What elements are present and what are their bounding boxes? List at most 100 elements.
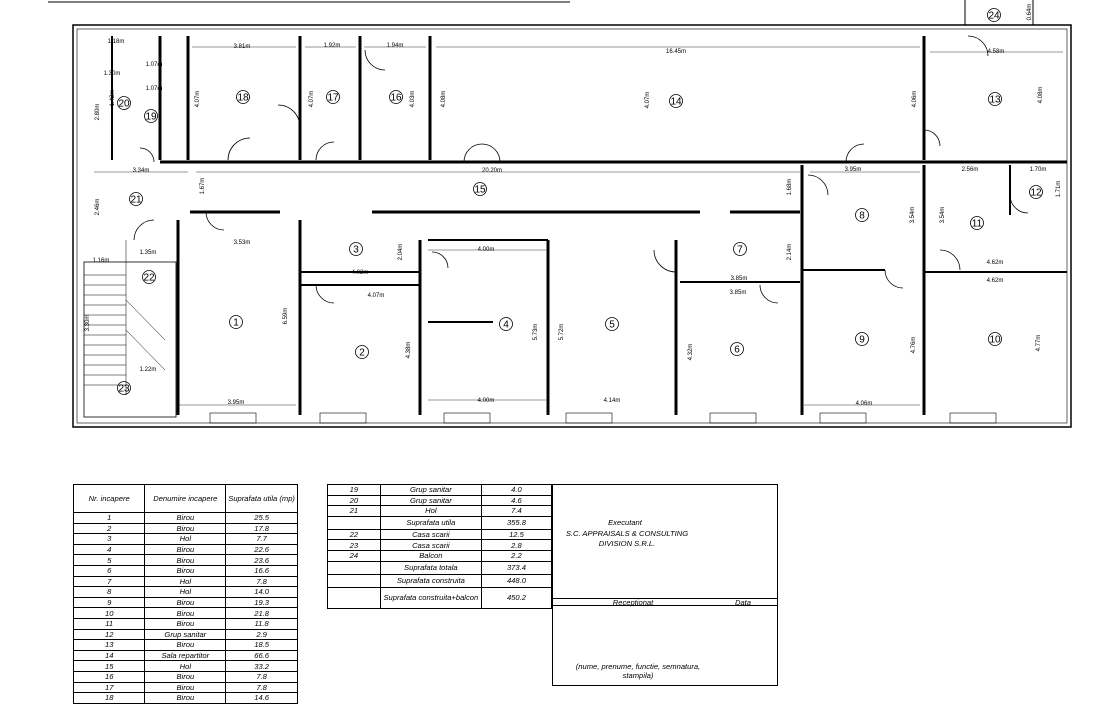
table-cell: 7.4 bbox=[480, 505, 553, 517]
room-number: 19 bbox=[145, 112, 157, 123]
dimension-label: 1.94m bbox=[387, 43, 404, 49]
table-cell: Birou bbox=[144, 670, 227, 683]
room-number: 4 bbox=[503, 320, 509, 331]
room-number: 22 bbox=[143, 273, 155, 284]
table-cell: Hol bbox=[144, 586, 227, 598]
dimension-label: 4.07m bbox=[368, 293, 385, 299]
room-number-circle bbox=[236, 90, 250, 104]
room-number-circle bbox=[499, 317, 513, 331]
table-cell: 23.6 bbox=[225, 554, 298, 566]
table-cell: 14.0 bbox=[225, 586, 298, 598]
room-number: 20 bbox=[118, 99, 130, 110]
table-cell: 7 bbox=[72, 575, 146, 588]
table-cell: 15 bbox=[72, 660, 146, 672]
dimension-label: 2.04m bbox=[398, 244, 404, 261]
dimension-label: 20.20m bbox=[482, 168, 502, 174]
dimension-label: 1.42m bbox=[110, 90, 116, 107]
dimension-label: 1.70m bbox=[1030, 167, 1047, 173]
table-cell: Suprafata construita+balcon bbox=[379, 586, 482, 609]
dimension-label: 4.76m bbox=[911, 337, 917, 354]
table-cell bbox=[327, 586, 381, 609]
room-number: 11 bbox=[972, 219, 983, 230]
room-number: 10 bbox=[989, 335, 1001, 346]
room-number: 16 bbox=[390, 93, 402, 104]
table-cell: 19 bbox=[327, 484, 381, 496]
table-cell: Grup sanitar bbox=[144, 628, 227, 641]
table-cell: Birou bbox=[144, 554, 227, 566]
room-number-circle bbox=[389, 90, 403, 104]
dimension-label: 1.22m bbox=[140, 367, 157, 373]
table-cell: Birou bbox=[144, 596, 227, 609]
executant-label: Executant bbox=[608, 518, 642, 527]
dimension-label: 1.68m bbox=[787, 179, 793, 196]
table-cell: Balcon bbox=[379, 549, 482, 562]
received-label: Receptionat bbox=[612, 598, 654, 607]
dimension-label: 2.14m bbox=[787, 244, 793, 261]
room-number: 14 bbox=[670, 97, 682, 108]
table-cell: 17.8 bbox=[225, 522, 298, 535]
table-cell: 2.2 bbox=[480, 549, 553, 562]
table-cell: 23 bbox=[327, 539, 381, 551]
table-cell: Birou bbox=[144, 617, 227, 630]
table-cell: 8 bbox=[72, 586, 146, 598]
dimension-label: 3.54m bbox=[910, 207, 916, 224]
table-cell: 4.6 bbox=[480, 494, 553, 507]
room-number-circle bbox=[669, 94, 683, 108]
table-cell: 7.8 bbox=[225, 670, 298, 683]
dimension-label: 4.14m bbox=[604, 398, 621, 404]
table-cell: Sala repartitor bbox=[144, 649, 227, 662]
dimension-label: 4.38m bbox=[406, 342, 412, 359]
room-number: 15 bbox=[474, 185, 486, 196]
table-cell: 16 bbox=[72, 670, 146, 683]
dimension-label: 4.62m bbox=[987, 278, 1004, 284]
room-number-circle bbox=[605, 317, 619, 331]
table-cell: 373.4 bbox=[480, 560, 553, 575]
dimension-label: 4.06m bbox=[912, 91, 918, 108]
date-label: Data bbox=[734, 598, 752, 607]
room-number-circle bbox=[733, 242, 747, 256]
table-cell: 33.2 bbox=[225, 660, 298, 672]
dimension-label: 3.81m bbox=[234, 44, 251, 50]
dimension-label: 3.95m bbox=[845, 167, 862, 173]
dimension-label: 1.71m bbox=[1056, 181, 1062, 198]
dimension-label: 4.00m bbox=[478, 398, 495, 404]
table-cell: 18.5 bbox=[225, 639, 298, 651]
table-cell: 12.5 bbox=[480, 528, 553, 541]
dimension-label: 4.08m bbox=[441, 91, 447, 108]
table-cell: 2.9 bbox=[225, 628, 298, 641]
dimension-label: 3.85m bbox=[730, 290, 747, 296]
table-cell: 448.0 bbox=[480, 573, 553, 588]
executant-company: S.C. APPRAISALS & CONSULTING DIVISION S.… bbox=[565, 529, 689, 548]
dimension-label: 4.62m bbox=[987, 260, 1004, 266]
room-number: 3 bbox=[353, 245, 359, 256]
room-number-circle bbox=[355, 345, 369, 359]
room-number-circle bbox=[988, 332, 1002, 346]
room-number-circle bbox=[970, 216, 984, 230]
dimension-label: 4.07m bbox=[645, 92, 651, 109]
room-number-circle bbox=[229, 315, 243, 329]
table-cell: 6 bbox=[72, 564, 146, 577]
room-number-circle bbox=[473, 182, 487, 196]
room-number-circle bbox=[117, 96, 131, 110]
col-header-nr: Nr. incapere bbox=[72, 484, 146, 513]
dimension-label: 4.00m bbox=[478, 247, 495, 253]
room-number-circle bbox=[117, 381, 131, 395]
table-cell bbox=[327, 573, 381, 588]
dimension-label: 3.85m bbox=[731, 276, 748, 282]
room-number: 12 bbox=[1030, 188, 1042, 199]
